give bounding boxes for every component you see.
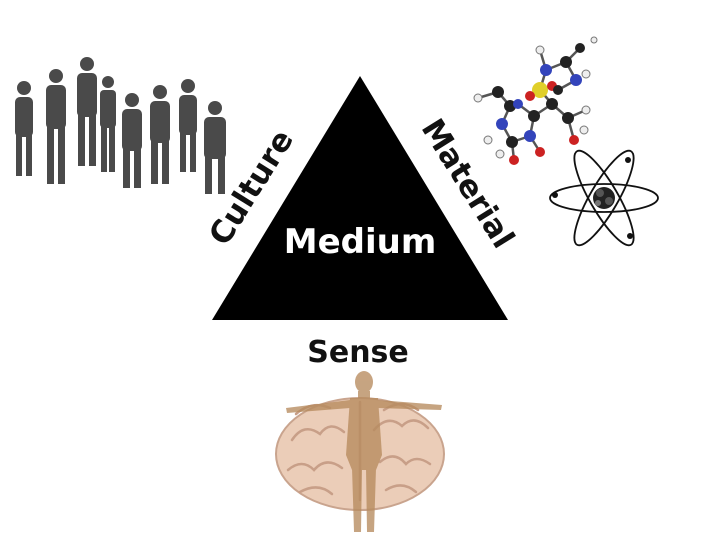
medium-triangle (212, 76, 508, 320)
medium-label: Medium (284, 222, 437, 262)
atom-icon (549, 149, 659, 247)
human-brain-icon (275, 371, 445, 532)
sense-label: Sense (307, 335, 409, 370)
molecule-icon (473, 36, 598, 165)
people-group-icon (15, 57, 226, 194)
